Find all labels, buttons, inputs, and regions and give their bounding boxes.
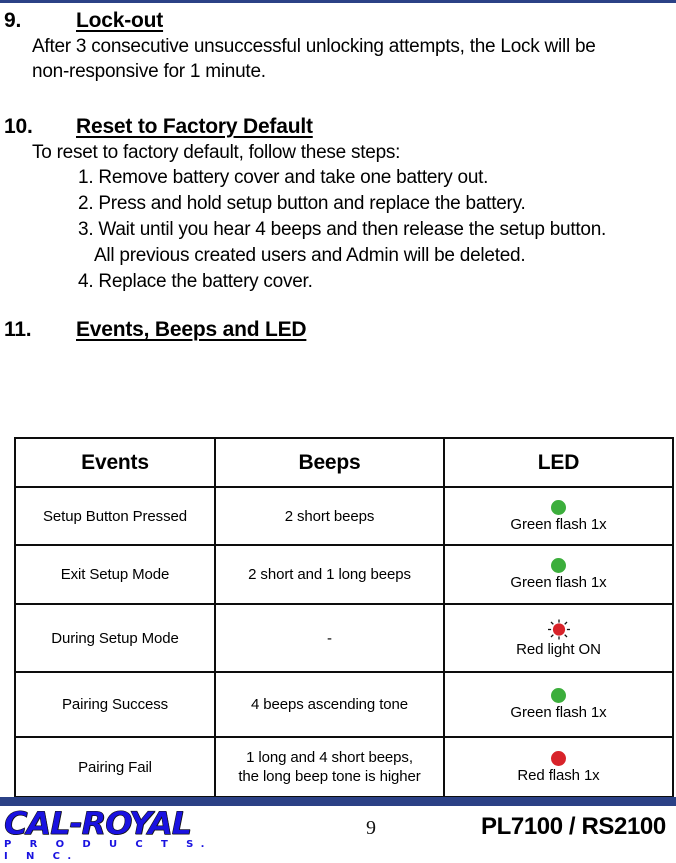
cell-event: Pairing Fail [14,736,216,798]
led-indicator: Green flash 1x [449,558,668,591]
section-heading-10: 10. Reset to Factory Default [0,114,676,140]
table-row: Pairing Success 4 beeps ascending tone G… [14,671,674,738]
step-item-3-continuation: All previous created users and Admin wil… [94,245,526,266]
led-label: Green flash 1x [510,574,607,591]
cell-led: Green flash 1x [443,486,674,546]
section-title-11: Events, Beeps and LED [76,318,307,341]
section-10-intro: To reset to factory default, follow thes… [0,140,676,165]
step-item-1: 1. Remove battery cover and take one bat… [78,167,489,188]
table-row: Exit Setup Mode 2 short and 1 long beeps… [14,544,674,605]
led-indicator: Red light ON [449,619,668,658]
led-label: Red flash 1x [517,766,600,784]
cell-beeps: 1 long and 4 short beeps, the long beep … [214,736,445,798]
green-dot-icon [551,499,566,515]
spacer [0,295,676,317]
cell-led: Green flash 1x [443,544,674,605]
section-number-11: 11. [4,318,32,341]
led-label: Red light ON [516,640,601,658]
table-row: Pairing Fail 1 long and 4 short beeps, t… [14,736,674,798]
step-item-2: 2. Press and hold setup button and repla… [78,193,526,214]
section-10-intro-text: To reset to factory default, follow thes… [32,142,401,163]
led-label: Green flash 1x [510,515,607,533]
table-body: Setup Button Pressed 2 short beeps Green… [14,486,674,798]
led-indicator: Green flash 1x [449,499,668,533]
section-number-10: 10. [4,115,33,138]
page-number: 9 [366,817,376,839]
cell-event: Pairing Success [14,671,216,738]
cell-led: Green flash 1x [443,671,674,738]
step-item-4: 4. Replace the battery cover. [78,271,313,292]
cell-beeps-line-2: the long beep tone is higher [238,768,421,785]
model-designation: PL7100 / RS2100 [481,813,666,840]
column-header-beeps: Beeps [214,437,445,488]
column-header-events: Events [14,437,216,488]
green-dot-icon [551,558,566,573]
cell-beeps: 4 beeps ascending tone [214,671,445,738]
cell-led: Red light ON [443,603,674,673]
page-footer: CAL-ROYAL P R O D U C T S. I N C. 9 PL71… [0,806,676,862]
led-label: Green flash 1x [510,704,607,721]
cell-led: Red flash 1x [443,736,674,798]
footer-divider-rule [0,797,676,806]
events-beeps-led-table-wrapper: Events Beeps LED Setup Button Pressed 2 … [14,437,674,798]
section-heading-9: 9. Lock-out [0,8,676,34]
cell-event: Exit Setup Mode [14,544,216,605]
section-9-body-line-2: non-responsive for 1 minute. [32,61,266,82]
cell-beeps: - [214,603,445,673]
cal-royal-logo: CAL-ROYAL P R O D U C T S. I N C. [4,807,224,863]
red-shine-icon [543,619,575,640]
led-indicator: Green flash 1x [449,688,668,721]
step-item-3: 3. Wait until you hear 4 beeps and then … [78,219,607,240]
events-beeps-led-table: Events Beeps LED Setup Button Pressed 2 … [14,437,674,798]
page-content: 9. Lock-out After 3 consecutive unsucces… [0,8,676,343]
logo-wordmark: CAL-ROYAL [4,806,193,842]
table-header: Events Beeps LED [14,437,674,488]
section-title-9: Lock-out [76,9,164,32]
top-divider-rule [0,0,676,3]
cell-beeps-line-1: 1 long and 4 short beeps, [246,749,413,766]
red-dot-icon [551,750,566,766]
led-indicator: Red flash 1x [449,750,668,784]
logo-tagline: P R O D U C T S. I N C. [4,839,212,862]
column-header-led: LED [443,437,674,488]
table-row: During Setup Mode - [14,603,674,673]
spacer [0,84,676,114]
table-header-row: Events Beeps LED [14,437,674,488]
section-number-9: 9. [4,9,22,32]
cell-event: Setup Button Pressed [14,486,216,546]
section-9-body: After 3 consecutive unsuccessful unlocki… [0,34,676,84]
section-title-10: Reset to Factory Default [76,115,313,138]
cell-beeps: 2 short and 1 long beeps [214,544,445,605]
section-10-steps: 1. Remove battery cover and take one bat… [0,165,676,295]
table-row: Setup Button Pressed 2 short beeps Green… [14,486,674,546]
section-heading-11: 11. Events, Beeps and LED [0,317,676,343]
cell-beeps: 2 short beeps [214,486,445,546]
cell-event: During Setup Mode [14,603,216,673]
green-dot-icon [551,688,566,703]
section-9-body-line-1: After 3 consecutive unsuccessful unlocki… [32,36,596,57]
